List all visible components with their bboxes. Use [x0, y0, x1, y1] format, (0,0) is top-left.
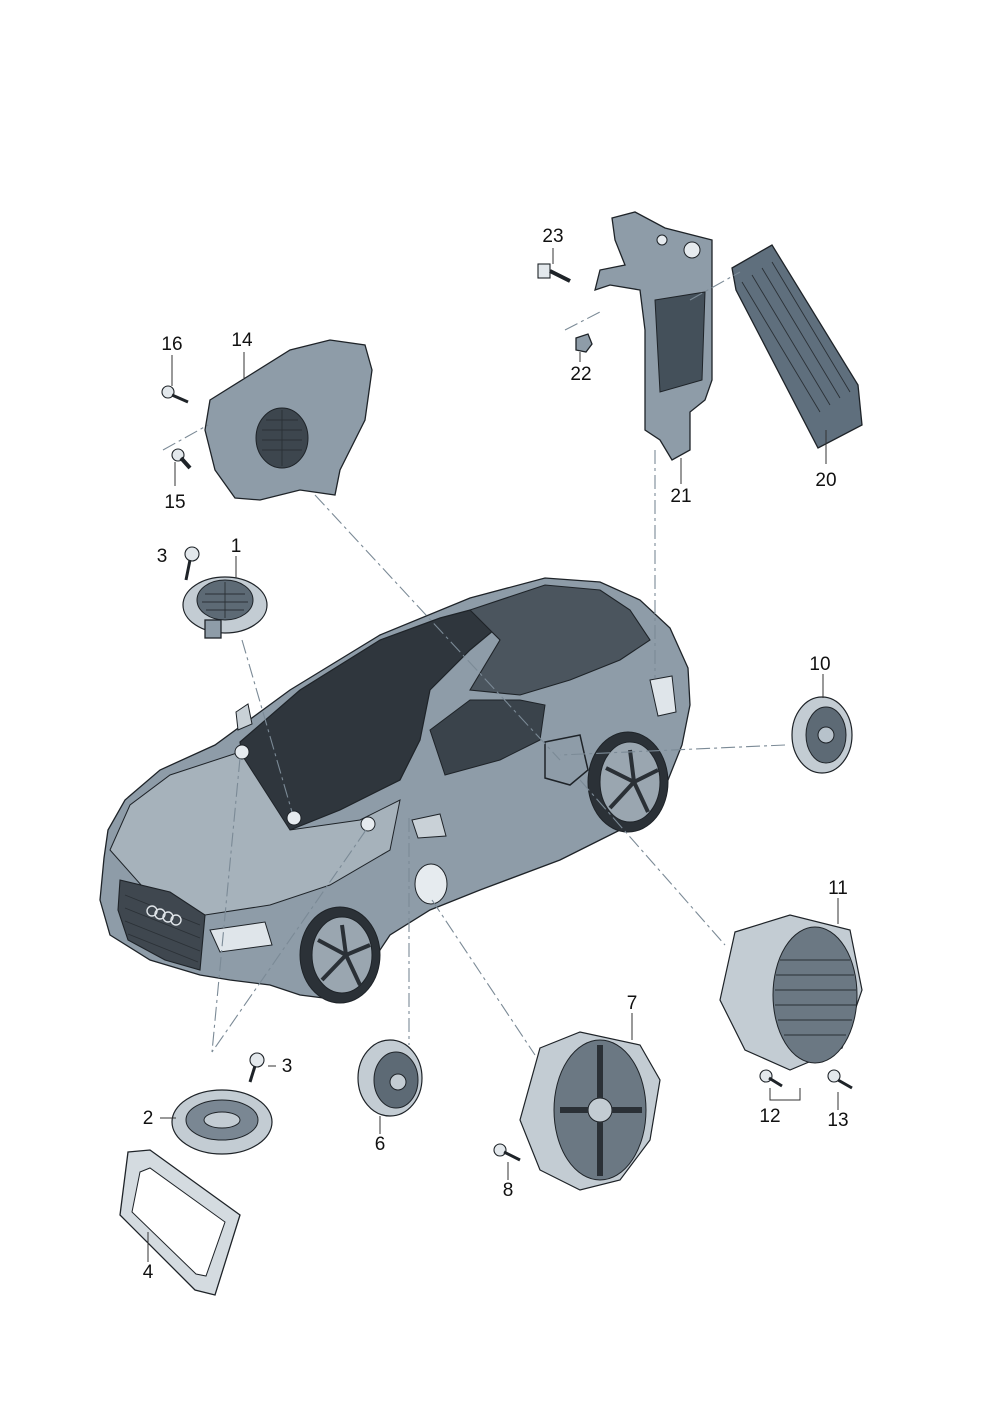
callout-14: 14 [231, 330, 253, 351]
callout-1: 1 [231, 536, 242, 557]
part-3-screw-upper [184, 546, 200, 581]
car-soft-top [468, 584, 651, 696]
dashed-leader-lines [162, 271, 786, 1056]
callout-3-upper: 3 [157, 546, 168, 567]
callout-3-lower: 3 [282, 1056, 293, 1077]
speaker-location-spot [286, 810, 302, 826]
part-15-screw [171, 448, 192, 470]
part-13-screw [827, 1069, 853, 1090]
brand-rings-icon [146, 905, 182, 926]
part-11-bass-speaker [719, 914, 863, 1071]
part-8-screw [493, 1143, 521, 1162]
car-headlight [209, 921, 273, 953]
speaker-location-spot [234, 744, 250, 760]
callout-22: 22 [570, 364, 591, 385]
part-22-nut [575, 333, 593, 353]
callout-21: 21 [670, 486, 691, 507]
callout-labels: 1 2 3 3 4 6 7 8 10 11 12 13 14 15 16 20 … [143, 226, 849, 1283]
part-3-screw-lower [248, 1052, 265, 1083]
part-1-tweeter [182, 576, 268, 639]
car-front-wheel [299, 906, 381, 1004]
callout-20: 20 [815, 470, 836, 491]
part-12-screw [759, 1069, 783, 1088]
part-10-speaker [791, 696, 853, 774]
callout-13: 13 [827, 1110, 848, 1131]
part-23-bolt [537, 263, 571, 283]
callout-16: 16 [161, 334, 182, 355]
amplifier-location-outline [649, 675, 677, 717]
part-14-speaker-housing [204, 339, 373, 501]
callout-6: 6 [375, 1134, 386, 1155]
part-7-woofer [519, 1031, 661, 1191]
part-20-amplifier [731, 244, 863, 449]
car-side-window [429, 699, 546, 776]
callout-8: 8 [503, 1180, 514, 1201]
callout-7: 7 [627, 993, 638, 1014]
car-grille [117, 879, 206, 971]
callout-11: 11 [828, 878, 848, 899]
car-illustration [99, 577, 691, 1004]
speaker-location-spot [360, 816, 376, 832]
part-21-bracket [594, 211, 713, 461]
door-speaker-spot [414, 863, 448, 905]
part-6-speaker [357, 1039, 423, 1117]
car-windshield [239, 609, 502, 831]
callout-2: 2 [143, 1108, 154, 1129]
car-rear-wheel [587, 731, 669, 833]
car-left-mirror [235, 703, 253, 731]
callout-15: 15 [164, 492, 185, 513]
callout-lead-lines [147, 248, 839, 1262]
car-right-mirror [411, 813, 447, 839]
callout-12: 12 [759, 1106, 780, 1127]
callout-23: 23 [542, 226, 563, 247]
callout-10: 10 [809, 654, 830, 675]
part-2-center-speaker [171, 1089, 273, 1155]
rear-speaker-outline [544, 734, 589, 786]
part-16-screw [161, 385, 189, 404]
callout-4: 4 [143, 1262, 154, 1283]
part-4-grille-frame [119, 1149, 241, 1296]
